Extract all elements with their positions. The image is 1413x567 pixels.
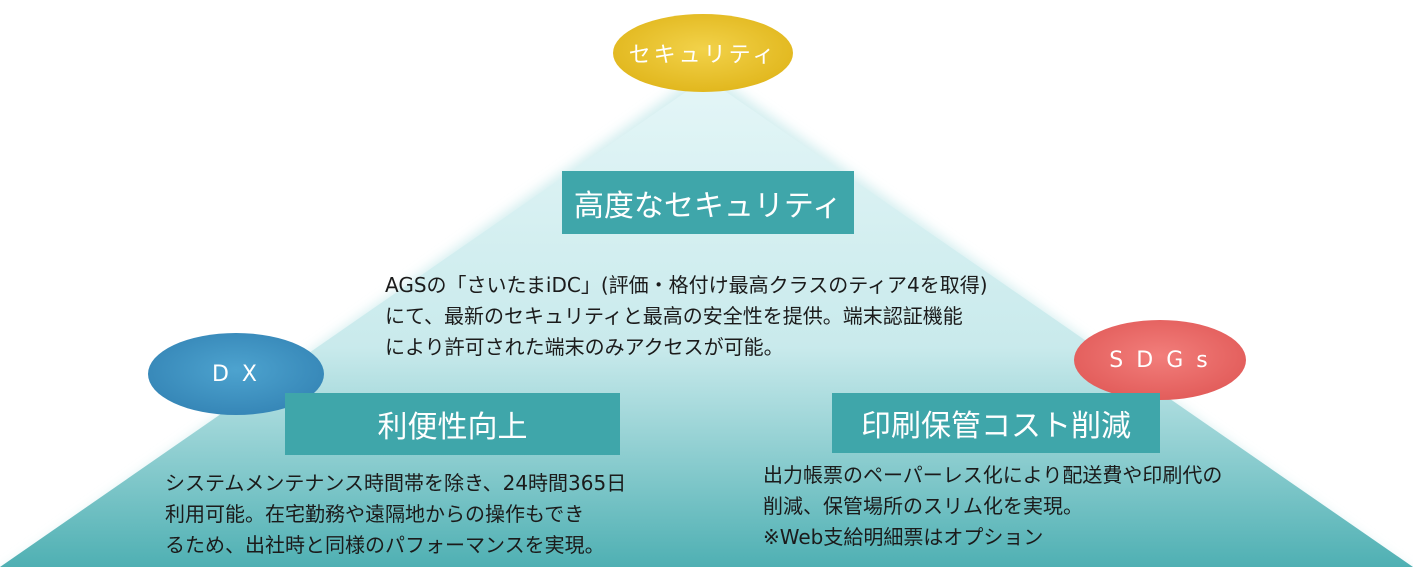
convenience-title-banner: 利便性向上	[285, 393, 620, 455]
security-title-banner: 高度なセキュリティ	[562, 171, 854, 234]
security-description-line: にて、最新のセキュリティと最高の安全性を提供。端末認証機能	[385, 304, 963, 328]
dx-ellipse	[148, 333, 324, 415]
cost-reduction-title-banner: 印刷保管コスト削減	[832, 393, 1160, 453]
cost-reduction-description-line: 出力帳票のペーパーレス化により配送費や印刷代の	[763, 463, 1223, 487]
sdgs-ellipse	[1074, 320, 1246, 400]
convenience-description-line: システムメンテナンス時間帯を除き、24時間365日	[165, 471, 627, 495]
sdgs-label: S D G s	[1109, 347, 1211, 373]
security-description-line: AGSの「さいたまiDC」(評価・格付け最高クラスのティア4を取得)	[385, 273, 988, 297]
security-description-line: により許可された端末のみアクセスが可能。	[385, 335, 784, 359]
security-ellipse	[613, 14, 793, 92]
security-description: AGSの「さいたまiDC」(評価・格付け最高クラスのティア4を取得) にて、最新…	[385, 270, 988, 363]
cost-reduction-description: 出力帳票のペーパーレス化により配送費や印刷代の 削減、保管場所のスリム化を実現。…	[763, 460, 1222, 553]
security-label: セキュリティ	[628, 43, 778, 68]
cost-reduction-description-line: 削減、保管場所のスリム化を実現。	[763, 494, 1083, 518]
convenience-description: システムメンテナンス時間帯を除き、24時間365日 利用可能。在宅勤務や遠隔地か…	[165, 468, 626, 561]
convenience-description-line: 利用可能。在宅勤務や遠隔地からの操作もでき	[165, 502, 585, 526]
cost-reduction-description-line: ※Web支給明細票はオプション	[763, 525, 1044, 549]
convenience-description-line: るため、出社時と同様のパフォーマンスを実現。	[165, 533, 605, 557]
dx-label: D X	[211, 361, 260, 387]
